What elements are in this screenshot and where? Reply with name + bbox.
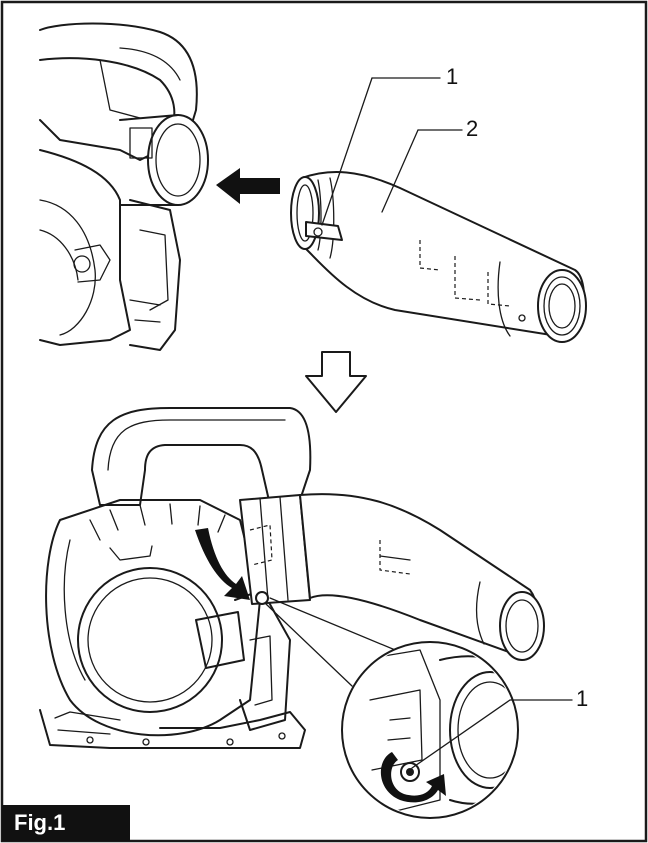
clip-point xyxy=(255,591,269,605)
callout-top-pipe: 2 xyxy=(466,116,478,141)
callout-leader-detail-clip xyxy=(411,699,511,769)
sequence-down-arrow xyxy=(305,351,367,413)
blower-assembled xyxy=(39,407,312,749)
blower-body-top xyxy=(39,22,209,351)
callout-detail-clip: 1 xyxy=(576,686,588,711)
callout-top-clip: 1 xyxy=(446,64,458,89)
callout-leader-top-clip xyxy=(321,77,373,226)
rotate-direction-arrow xyxy=(195,528,250,600)
blower-outlet-ring xyxy=(147,114,209,206)
blower-pipe-assembled xyxy=(299,493,545,661)
figure-label: Fig.1 xyxy=(2,805,130,841)
detail-magnifier xyxy=(341,641,519,819)
intake-cover xyxy=(77,567,223,713)
insert-direction-arrow xyxy=(216,168,280,204)
blower-pipe-top xyxy=(290,171,587,343)
callout-leader-top-pipe xyxy=(381,129,419,213)
detail-rotate-arrow xyxy=(380,752,446,803)
